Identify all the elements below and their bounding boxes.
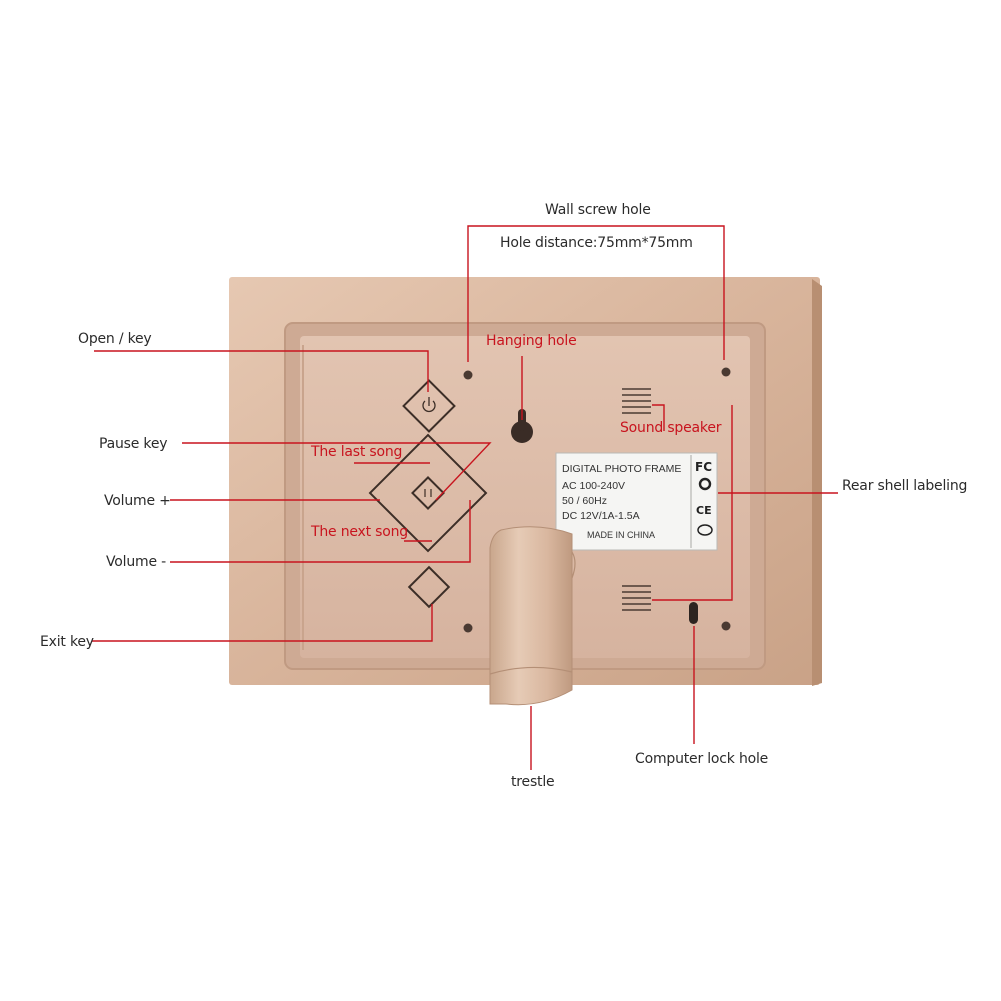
- label-the-last-song: The last song: [310, 444, 402, 460]
- rating-line-1: DIGITAL PHOTO FRAME: [562, 463, 681, 475]
- label-rear-shell-labeling: Rear shell labeling: [842, 478, 967, 494]
- speaker-grille-top: [622, 388, 651, 414]
- rating-line-5: MADE IN CHINA: [587, 530, 655, 540]
- control-buttons: [368, 379, 488, 609]
- frame-body: [229, 277, 822, 686]
- rating-line-4: DC 12V/1A-1.5A: [562, 510, 640, 522]
- label-volume-plus: Volume +: [104, 493, 171, 509]
- leader-volume-minus: [170, 500, 471, 563]
- fc-mark: FC: [695, 460, 712, 474]
- trestle-stand: [489, 526, 576, 706]
- rating-line-3: 50 / 60Hz: [562, 495, 607, 507]
- pause-play-icon: [424, 489, 432, 497]
- label-hole-distance: Hole distance:75mm*75mm: [500, 235, 693, 251]
- leader-open-key: [94, 350, 429, 392]
- open-key-button[interactable]: [402, 379, 456, 433]
- label-pause-key: Pause key: [99, 436, 167, 452]
- computer-lock-hole: [689, 602, 698, 624]
- power-icon: [422, 400, 436, 413]
- certification-mark-icon: [697, 524, 713, 536]
- screw-hole-bottom-left: [463, 623, 473, 633]
- frame-right-edge: [812, 279, 822, 686]
- rating-label: DIGITAL PHOTO FRAME AC 100-240V 50 / 60H…: [555, 452, 718, 551]
- pause-key-button[interactable]: [411, 476, 445, 510]
- label-open-key: Open / key: [78, 331, 152, 347]
- screw-hole-bottom-right: [721, 621, 731, 631]
- leader-wall-screw: [467, 225, 725, 362]
- label-sound-speaker: Sound speaker: [620, 420, 722, 436]
- rear-panel: [300, 336, 750, 658]
- wall-screw-hole-left: [463, 370, 473, 380]
- label-computer-lock-hole: Computer lock hole: [635, 751, 768, 767]
- label-hanging-hole: Hanging hole: [486, 333, 577, 349]
- c-tick-mark-icon: [698, 477, 712, 491]
- leader-pause-key: [182, 442, 492, 501]
- leader-speaker-bottom: [652, 405, 733, 601]
- ce-mark: CE: [696, 504, 712, 517]
- label-wall-screw-hole: Wall screw hole: [545, 202, 651, 218]
- leader-exit-key: [92, 604, 433, 642]
- callout-leaders: [92, 225, 838, 770]
- label-trestle: trestle: [511, 774, 554, 790]
- exit-key-button[interactable]: [407, 565, 451, 609]
- label-exit-key: Exit key: [40, 634, 94, 650]
- rating-line-2: AC 100-240V: [562, 480, 625, 492]
- wall-screw-hole-right: [721, 367, 731, 377]
- label-volume-minus: Volume -: [106, 554, 166, 570]
- callout-labels: Wall screw hole Hole distance:75mm*75mm …: [40, 202, 967, 790]
- navigation-pad[interactable]: [368, 433, 488, 553]
- leader-sound-speaker: [652, 404, 665, 431]
- speaker-grille-bottom: [622, 585, 651, 611]
- label-the-next-song: The next song: [310, 524, 408, 540]
